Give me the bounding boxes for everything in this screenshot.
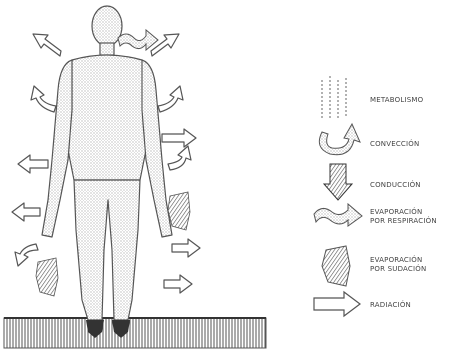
wavy-arrow-icon — [314, 204, 362, 226]
legend-label-evaporation-sweat-1: EVAPORACIÓN — [370, 255, 422, 264]
legend-label-evaporation-respiration-2: POR RESPIRACIÓN — [370, 216, 437, 225]
legend-label-convection: CONVECCIÓN — [370, 139, 419, 148]
legend-label-conduction: CONDUCCIÓN — [370, 180, 421, 189]
legend-evaporation-sweat: EVAPORACIÓN POR SUDACIÓN — [322, 246, 426, 286]
radiation-arrow-icon — [314, 292, 360, 316]
legend-label-evaporation-respiration-1: EVAPORACIÓN — [370, 207, 422, 216]
legend-radiation: RADIACIÓN — [314, 292, 411, 316]
legend-evaporation-respiration: EVAPORACIÓN POR RESPIRACIÓN — [314, 204, 437, 226]
legend-label-metabolism: METABOLISMO — [370, 96, 424, 104]
legend-label-radiation: RADIACIÓN — [370, 300, 411, 309]
conduction-arrow-icon — [324, 164, 352, 200]
legend-label-evaporation-sweat-2: POR SUDACIÓN — [370, 264, 426, 273]
legend-convection: CONVECCIÓN — [319, 124, 419, 155]
ground — [4, 318, 266, 348]
respiration-arrow — [118, 30, 158, 50]
legend-metabolism: METABOLISMO — [322, 76, 424, 120]
legend-conduction: CONDUCCIÓN — [324, 164, 421, 200]
convection-arrow-icon — [319, 124, 360, 155]
legend: METABOLISMO CONVECCIÓN CONDUCCIÓN EVAPOR… — [314, 76, 437, 316]
metabolism-icon — [322, 76, 346, 120]
sweat-evaporation-icon — [322, 246, 350, 286]
